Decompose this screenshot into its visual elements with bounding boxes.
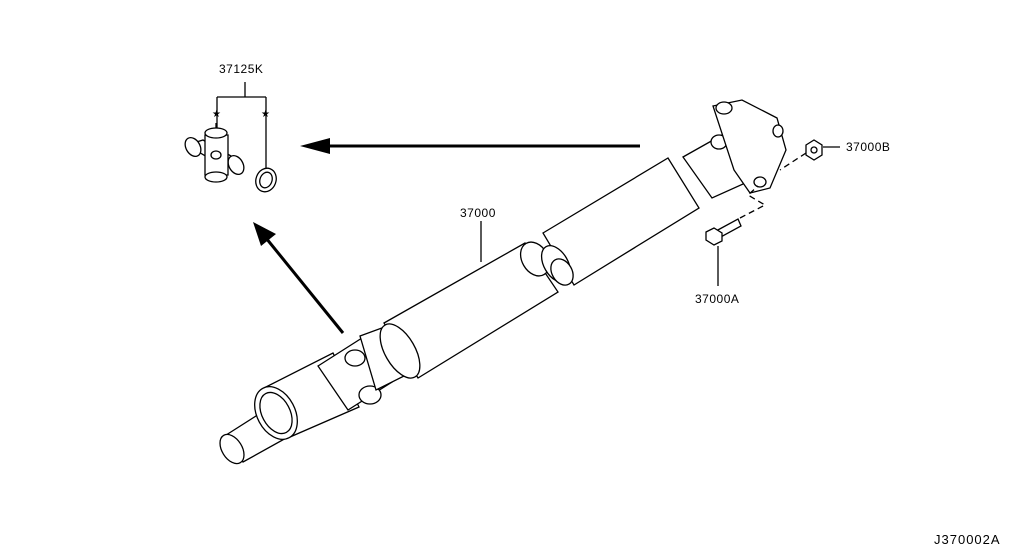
propeller-shaft	[219, 99, 787, 465]
kit-bracket	[216, 82, 267, 170]
marker-star-left: ★	[212, 109, 221, 120]
label-propeller-shaft: 37000	[460, 206, 496, 220]
label-universal-joint-kit: 37125K	[219, 62, 264, 76]
seal-ring-part	[255, 167, 277, 193]
label-flange-bolt: 37000A	[695, 292, 740, 306]
universal-joint-kit-group: ★ ★	[184, 82, 277, 193]
label-flange-nut: 37000B	[846, 140, 891, 154]
flange-nut-part	[779, 139, 840, 171]
flange-bolt-part	[705, 185, 767, 286]
marker-star-right: ★	[261, 109, 270, 120]
reference-code: J370002A	[934, 532, 1001, 547]
horizontal-arrow	[300, 138, 640, 154]
spider-cross-part	[184, 123, 245, 183]
diagonal-arrow	[253, 222, 345, 334]
